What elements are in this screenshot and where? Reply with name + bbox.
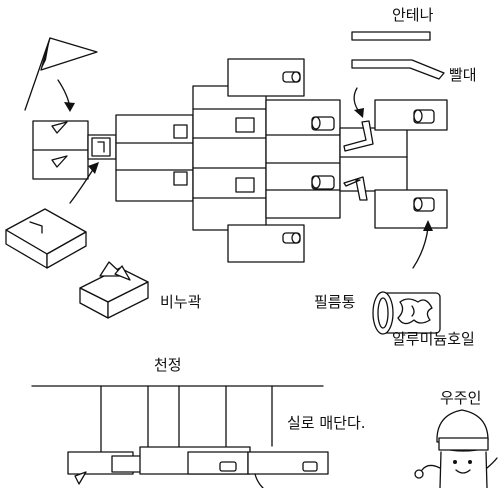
label-straw: 빨대	[449, 66, 477, 84]
space-station-top-view	[32, 58, 448, 263]
hanging-station	[67, 446, 329, 488]
soap-box-icon	[5, 208, 149, 319]
antenna-stick	[351, 31, 431, 41]
label-antenna: 안테나	[392, 6, 434, 24]
astronaut-icon	[414, 409, 498, 488]
flag-icon	[24, 37, 98, 111]
label-hang-with-thread: 실로 매단다.	[287, 414, 366, 432]
film-case-large	[372, 291, 441, 335]
label-foil: 알루미늄호일	[392, 330, 475, 348]
hanging-threads	[100, 385, 273, 453]
film-case-icon	[282, 71, 435, 244]
label-ceiling: 천정	[154, 356, 182, 374]
label-film-case: 필름통	[314, 293, 356, 311]
label-soap-box: 비누곽	[160, 293, 202, 311]
straw-piece	[351, 59, 445, 80]
label-astronaut: 우주인	[440, 389, 482, 407]
